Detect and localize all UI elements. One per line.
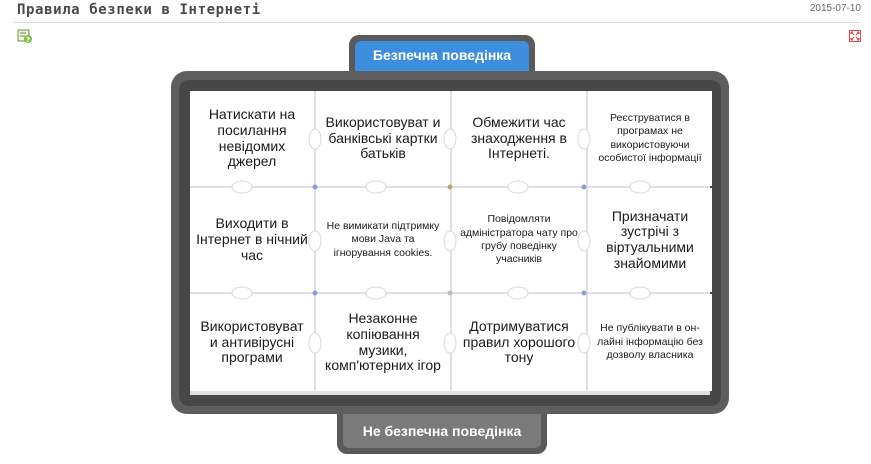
puzzle-card-8[interactable]: Призначати зустрічі з віртуальними знайо… — [588, 188, 712, 292]
card-text: Незаконне копіювання музики, комп'ютерни… — [325, 310, 441, 374]
header-divider — [13, 22, 861, 23]
puzzle-card-9[interactable]: Використовуват и антивірусні програми — [190, 294, 314, 391]
svg-text:?: ? — [26, 36, 30, 44]
puzzle-grid: Натискати на посилання невідомих джерел … — [190, 91, 712, 395]
card-text: Використовуват и банківські картки батьк… — [325, 113, 441, 162]
unsafe-category-tab[interactable]: Не безпечна поведінка — [343, 412, 541, 448]
card-text: Використовуват и антивірусні програми — [200, 317, 304, 366]
card-text: Призначати зустрічі з віртуальними знайо… — [606, 207, 694, 271]
card-text: Натискати на посилання невідомих джерел — [208, 106, 296, 170]
puzzle-card-10[interactable]: Незаконне копіювання музики, комп'ютерни… — [316, 294, 450, 391]
help-check-icon[interactable]: ? — [17, 28, 33, 44]
page-title: Правила безпеки в Інтернеті — [17, 2, 261, 18]
date-label: 2015-07-10 — [809, 3, 861, 14]
card-text: Не публікувати в он-лайні інформацію без… — [597, 322, 703, 362]
puzzle-card-5[interactable]: Виходити в Інтернет в нічний час — [190, 188, 314, 292]
puzzle-card-1[interactable]: Натискати на посилання невідомих джерел — [190, 91, 314, 186]
fullscreen-icon[interactable] — [849, 30, 861, 42]
puzzle-card-12[interactable]: Не публікувати в он-лайні інформацію без… — [588, 294, 712, 391]
card-text: Обмежити час знаходження в Інтернеті. — [471, 113, 567, 162]
puzzle-card-11[interactable]: Дотримуватися правил хорошого тону — [452, 294, 586, 391]
puzzle-card-7[interactable]: Повідомляти адміністратора чату про груб… — [452, 188, 586, 292]
card-text: Дотримуватися правил хорошого тону — [462, 317, 576, 366]
puzzle-card-3[interactable]: Обмежити час знаходження в Інтернеті. — [452, 91, 586, 186]
puzzle-card-2[interactable]: Використовуват и банківські картки батьк… — [316, 91, 450, 186]
safe-category-tab[interactable]: Безпечна поведінка — [355, 41, 529, 71]
card-text: Виходити в Інтернет в нічний час — [196, 215, 308, 263]
card-text: Повідомляти адміністратора чату про груб… — [460, 213, 578, 266]
puzzle-card-6[interactable]: Не вимикати підтримку мови Java та ігнор… — [316, 188, 450, 292]
puzzle-card-4[interactable]: Реєструватися в програмах не використову… — [588, 91, 712, 186]
card-text: Реєструватися в програмах не використову… — [598, 111, 702, 164]
card-text: Не вимикати підтримку мови Java та ігнор… — [326, 219, 440, 259]
